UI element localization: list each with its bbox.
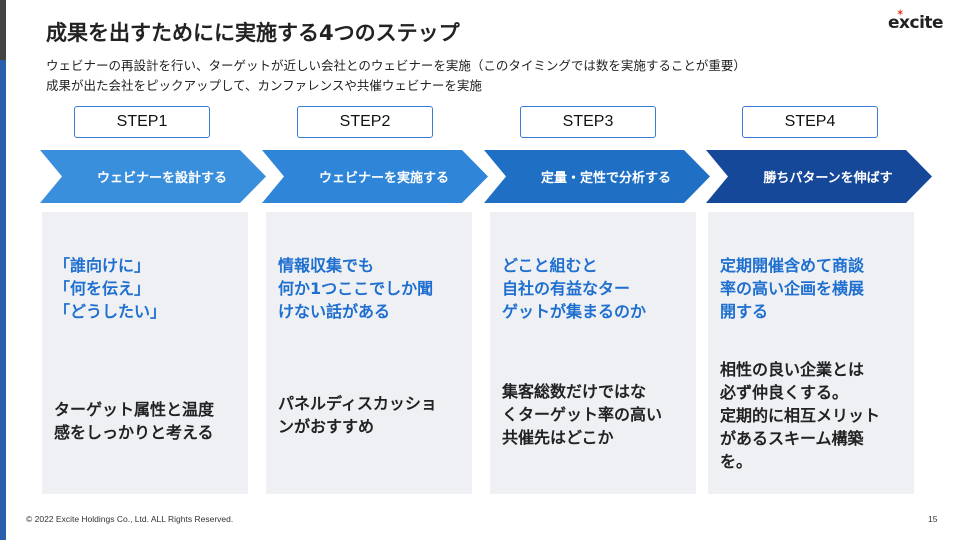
step-label-2: STEP2 [297, 106, 433, 138]
step-card-head-1: 「誰向けに」「何を伝え」「どうしたい」 [54, 256, 167, 321]
step-card-body-1: ターゲット属性と温度感をしっかりと考える [54, 400, 215, 442]
logo-text: excite [888, 13, 944, 33]
step-chevron-2: ウェビナーを実施する [262, 150, 488, 203]
logo-spark-icon: ✶ [896, 8, 905, 19]
step-label-1: STEP1 [74, 106, 210, 138]
step-title-4: 勝ちパターンを伸ばす [763, 171, 893, 186]
step-card-body-4: 相性の良い企業とは必ず仲良くする。定期的に相互メリットがあるスキーム構築を。 [720, 360, 881, 471]
step-chevron-3: 定量・定性で分析する [484, 150, 710, 203]
slide-title: 成果を出すためにに実施する4つのステップ [46, 21, 460, 45]
step-card-2: 情報収集でも何か1つここでしか聞けない話がある パネルディスカッションがおすすめ [266, 212, 472, 494]
step-card-head-4: 定期開催含めて商談率の高い企画を横展開する [720, 256, 865, 321]
step-title-1: ウェビナーを設計する [96, 171, 227, 186]
left-accent-bar [0, 0, 6, 540]
step-title-3: 定量・定性で分析する [540, 171, 671, 186]
step-card-head-3: どこと組むと自社の有益なターゲットが集まるのか [502, 256, 647, 321]
subtitle-line-2: 成果が出た会社をピックアップして、カンファレンスや共催ウェビナーを実施 [46, 78, 482, 93]
step-card-body-2: パネルディスカッションがおすすめ [278, 394, 437, 436]
step-card-body-3: 集客総数だけではなくターゲット率の高い共催先はどこか [502, 382, 663, 447]
excite-logo: ✶ excite [888, 8, 948, 36]
step-card-4: 定期開催含めて商談率の高い企画を横展開する 相性の良い企業とは必ず仲良くする。定… [708, 212, 914, 494]
step-title-2: ウェビナーを実施する [318, 171, 449, 186]
step-card-head-2: 情報収集でも何か1つここでしか聞けない話がある [278, 256, 434, 321]
step-chevron-4: 勝ちパターンを伸ばす [706, 150, 932, 203]
left-accent-bar-top [0, 0, 6, 60]
subtitle-line-1: ウェビナーの再設計を行い、ターゲットが近しい会社とのウェビナーを実施（このタイミ… [46, 58, 746, 73]
page-number: 15 [928, 514, 938, 524]
step-card-1: 「誰向けに」「何を伝え」「どうしたい」 ターゲット属性と温度感をしっかりと考える [42, 212, 248, 494]
slide-subtitle: ウェビナーの再設計を行い、ターゲットが近しい会社とのウェビナーを実施（このタイミ… [46, 56, 746, 96]
step-label-3: STEP3 [520, 106, 656, 138]
step-label-4: STEP4 [742, 106, 878, 138]
step-card-3: どこと組むと自社の有益なターゲットが集まるのか 集客総数だけではなくターゲット率… [490, 212, 696, 494]
copyright-footer: © 2022 Excite Holdings Co., Ltd. ALL Rig… [26, 514, 234, 524]
step-chevron-1: ウェビナーを設計する [40, 150, 266, 203]
